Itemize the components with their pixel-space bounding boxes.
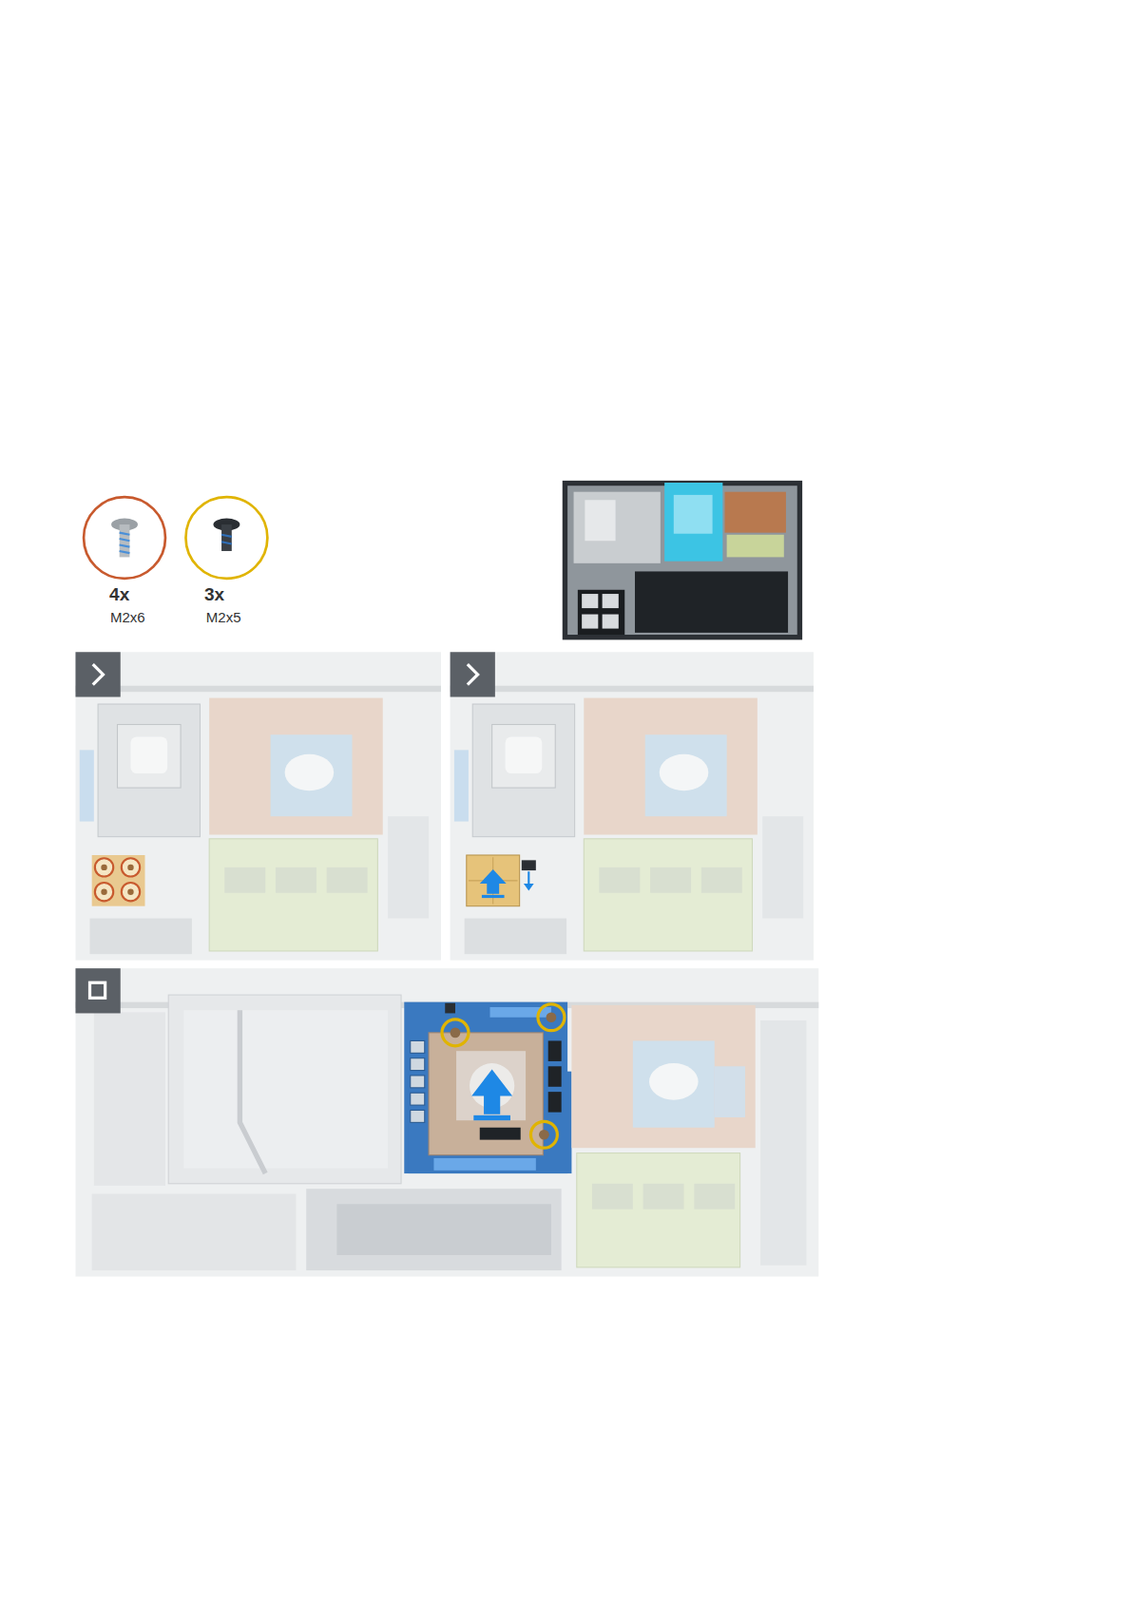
step-panel: [75, 968, 819, 1277]
screw-m2x6: [111, 518, 138, 558]
step-panel: [75, 652, 441, 960]
screw-size: M2x6: [110, 610, 146, 627]
step-panel: [450, 652, 814, 960]
screw-size: M2x5: [206, 610, 242, 627]
screw-count: 3x: [204, 585, 225, 606]
screw-count: 4x: [109, 585, 130, 606]
screw-m2x5: [212, 518, 240, 552]
screw-ring: [185, 497, 268, 579]
screw-ring: [83, 497, 166, 579]
overview-laptop: [562, 480, 803, 641]
